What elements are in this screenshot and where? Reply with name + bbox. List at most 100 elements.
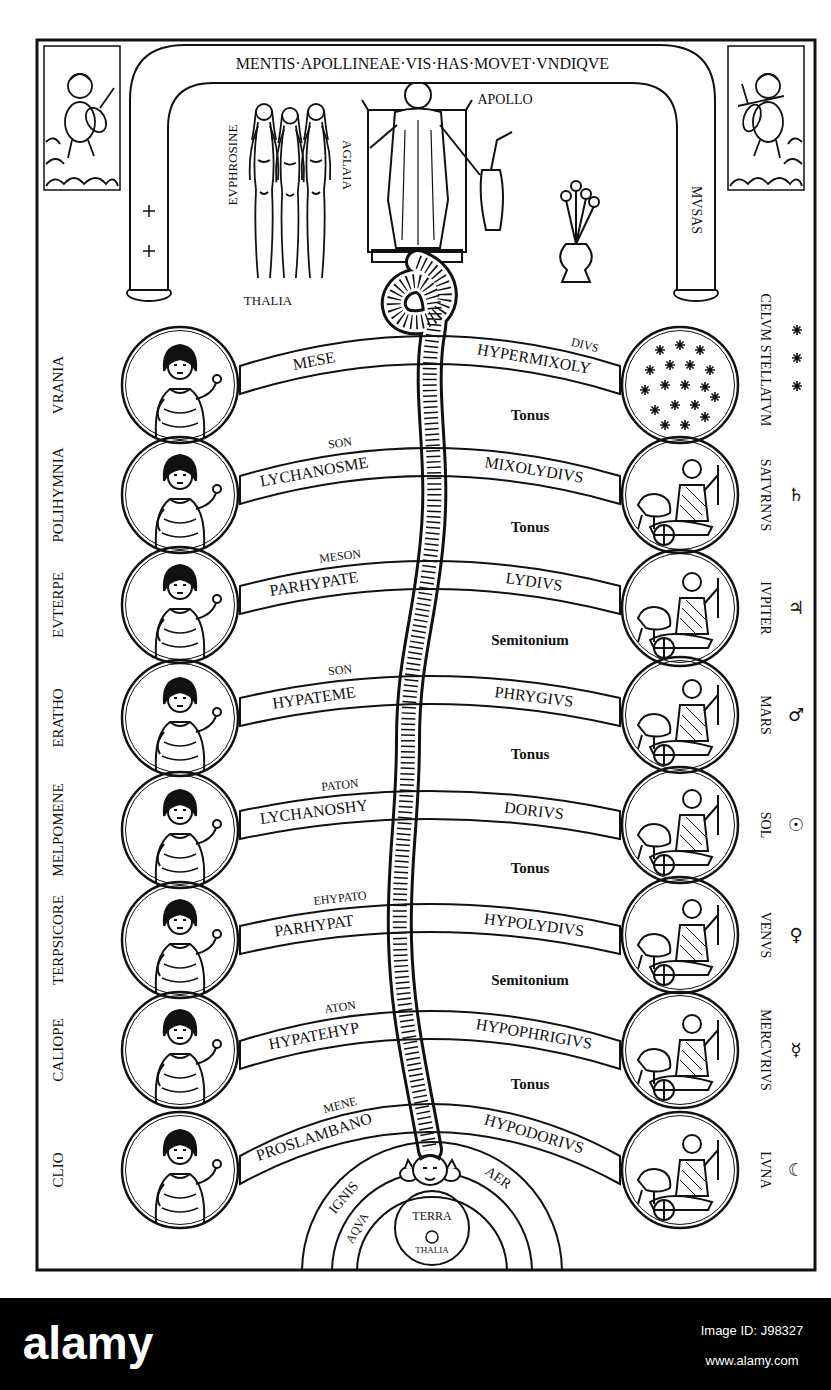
- three-graces: [250, 104, 279, 278]
- lute-cherub: [68, 74, 92, 98]
- scale-band: HYPATEHYPATONHYPOPHRIGIVS: [240, 1009, 620, 1071]
- viol-cherub: [784, 138, 802, 164]
- viol-cherub: [754, 140, 780, 158]
- figure-label: THALIA: [244, 294, 292, 307]
- planet-medallion-ring: [626, 881, 735, 990]
- muse-medallion-ring: [126, 551, 235, 660]
- planet-symbol: ♄: [788, 486, 804, 504]
- scale-band: HYPATEMESONPHRYGIVS: [240, 674, 620, 728]
- planet-medallion-ring: [622, 550, 738, 666]
- scale-band: PARHYPATEHYPATOHYPOLYDIVS: [240, 902, 620, 956]
- muse-name: THALIA: [415, 1246, 449, 1255]
- muse-medallion-outline: [120, 325, 240, 445]
- flower-vase: [589, 197, 599, 207]
- viol-cherub: [738, 84, 784, 106]
- scale-band-shape: [240, 904, 620, 954]
- planet-medallion-ring: [626, 331, 735, 440]
- lute-cherub: [44, 46, 120, 190]
- interval-label: Tonus: [511, 408, 550, 423]
- note-name-part: ATON: [323, 998, 356, 1015]
- muse-medallion-name: EVTERPE: [51, 572, 66, 638]
- planet-medallion-outline: [620, 1110, 740, 1230]
- planet-medallion: MERCVRIVS: [620, 990, 740, 1110]
- lute-cherub: [82, 104, 111, 136]
- planet-medallion-ring: [626, 1116, 735, 1225]
- planet-medallion-outline: [620, 655, 740, 775]
- planet-medallion: VENVS: [620, 875, 740, 995]
- element-rings: [357, 1197, 507, 1270]
- outer-frame: [37, 40, 815, 1270]
- scale-band-shape: [240, 1104, 620, 1184]
- muse-medallion-ring: [126, 996, 235, 1105]
- planet-medallion-name: SATVRNVS: [758, 459, 772, 531]
- muse-medallion-outline: [120, 770, 240, 890]
- flower-vase: [561, 191, 571, 201]
- fixed-star-marks: [792, 353, 802, 363]
- muse-medallion-figures: [156, 900, 221, 992]
- lute-cherub: [44, 46, 120, 190]
- serpent: [394, 262, 445, 1150]
- element-name: AQVA: [344, 1211, 371, 1246]
- planet-medallion: MARS: [620, 655, 740, 775]
- planet-symbol: ☾: [788, 1161, 804, 1179]
- planet-medallion-outline: [620, 765, 740, 885]
- interval-label: Semitonium: [491, 973, 569, 988]
- planet-medallion-ring: [622, 1112, 738, 1228]
- muse-medallion-ring: [126, 441, 235, 550]
- planet-medallion-figures: [638, 1135, 718, 1220]
- viol-cherub: [753, 102, 783, 142]
- planet-symbol: ☉: [788, 816, 804, 834]
- muse-medallion-figures: [156, 1010, 221, 1102]
- thalia-face: [426, 1231, 438, 1243]
- planet-medallion-name: MARS: [758, 695, 772, 735]
- flower-vase: [581, 189, 591, 199]
- muse-medallion-figures: [156, 345, 221, 1222]
- scale-band: MESEDIVSHYPERMIXOLY: [240, 334, 620, 396]
- apollo-figure: [388, 109, 448, 249]
- muse-medallion-ring: [126, 331, 235, 440]
- muse-medallion-ring: [122, 547, 238, 663]
- interval-label: Tonus: [511, 520, 550, 535]
- mode-name: HYPOPHRIGIVS: [475, 1016, 593, 1052]
- muse-medallion-name: POLIHYMNIA: [51, 448, 66, 543]
- element-name: IGNIS: [327, 1179, 362, 1217]
- planet-medallion-ring: [622, 657, 738, 773]
- muse-medallion-outline: [120, 1110, 240, 1230]
- flower-vase: [560, 181, 599, 282]
- muse-medallion: ERATHO: [120, 658, 240, 778]
- fixed-star-marks: [792, 325, 802, 335]
- note-name-part: SON: [327, 663, 352, 678]
- earth-circle-outline: [394, 1190, 470, 1266]
- mode-name: MIXOLYDIVS: [483, 455, 584, 487]
- three-headed-beast: [420, 1156, 440, 1180]
- planet-medallion-figures: [638, 900, 718, 985]
- planet-medallion-ring: [622, 877, 738, 993]
- muse-medallion: MELPOMENE: [120, 770, 240, 890]
- interval-label: Tonus: [511, 747, 550, 762]
- earth-circle-ring: [395, 1191, 469, 1265]
- muse-medallion-name: VRANIA: [51, 356, 66, 414]
- three-headed-beast: [400, 1155, 460, 1185]
- muse-medallion-figures: [156, 678, 221, 770]
- motto-banner-shape: [130, 45, 715, 290]
- figure-label: AGLAIA: [341, 140, 354, 190]
- muse-medallion-ring: [122, 1112, 238, 1228]
- planet-medallion-ring: [626, 996, 735, 1105]
- watermark-text: Image ID: J98327: [701, 1324, 804, 1337]
- note-name-part: MESON: [318, 547, 361, 564]
- planet-medallion-name: IVPITER: [758, 581, 772, 635]
- muse-medallion-ring: [122, 772, 238, 888]
- scale-band: PROSLAMBANOMENEHYPODORIVS: [240, 1102, 620, 1186]
- planet-medallion: SOL: [620, 765, 740, 885]
- lute-cherub: [70, 74, 90, 80]
- motto-text: MENTIS·APOLLINEAE·VIS·HAS·MOVET·VNDIQVE: [236, 56, 609, 72]
- three-graces: [302, 104, 331, 278]
- three-graces: [250, 104, 331, 278]
- element-rings: [302, 1142, 562, 1270]
- mode-name: LYDIVS: [505, 570, 564, 594]
- planet-medallion-ring: [626, 554, 735, 663]
- planet-medallion-name: CELVM STELLATVM: [758, 294, 772, 427]
- planet-medallion-outline: [620, 548, 740, 668]
- muse-medallion-ring: [122, 660, 238, 776]
